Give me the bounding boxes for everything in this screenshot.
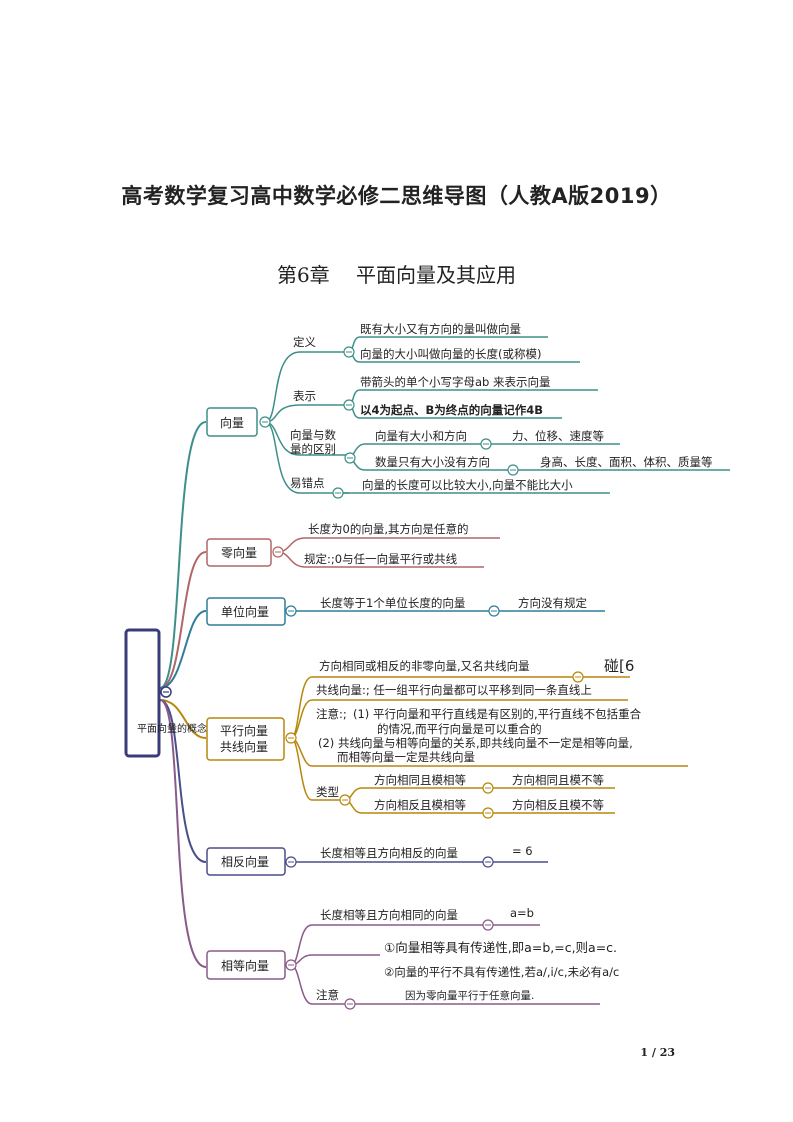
chapter-number: 第6章 <box>276 263 330 287</box>
pingxing-zhuyi2-a: (2) 共线向量与相等向量的关系,即共线向量不一定是相等向量, <box>318 736 633 750</box>
node-xiangliang[interactable] <box>206 407 258 437</box>
qubie-row-1: 向量有大小和方向 <box>375 429 467 443</box>
node-ling-label: 零向量 <box>221 545 257 560</box>
label-leixing: 类型 <box>316 785 339 799</box>
edge-root-danwei <box>159 610 207 689</box>
label-qubie-2: 量的区别 <box>290 442 336 456</box>
pingxing-zhuyi2-b: 而相等向量一定是共线向量 <box>337 750 475 764</box>
pingxing-def: 方向相同或相反的非零向量,又名共线向量 <box>319 659 530 673</box>
dingyi-item-1: 既有大小又有方向的量叫做向量 <box>360 322 521 336</box>
xiangfan-text: 长度相等且方向相反的向量 <box>320 846 458 860</box>
ling-item-1: 长度为0的向量,其方向是任意的 <box>308 522 468 536</box>
biaoshi-item-1: 带箭头的单个小写字母ab 来表示向量 <box>360 375 551 389</box>
edge-root-xiangdeng <box>159 699 207 968</box>
root-label: 平面向量的概念受 <box>137 722 217 735</box>
node-pingxing[interactable] <box>206 717 285 761</box>
edge-root-pingxing <box>159 699 207 739</box>
chapter-heading: 第6章 平面向量及其应用 <box>0 259 793 288</box>
pingxing-gongxian: 共线向量:; 任一组平行向量都可以平移到同一条直线上 <box>316 683 592 697</box>
xiangdeng-p1: ①向量相等具有传递性,即a=b,=c,则a=c. <box>384 940 617 955</box>
yicuo-text: 向量的长度可以比较大小,向量不能比大小 <box>362 478 573 492</box>
document-title: 高考数学复习高中数学必修二思维导图（人教A版2019） <box>121 184 672 208</box>
label-yicuo: 易错点 <box>290 476 325 490</box>
node-xiangliang-label: 向量 <box>220 415 244 430</box>
node-xiangdeng-label: 相等向量 <box>221 958 269 973</box>
edge-root-ling <box>159 551 207 689</box>
danwei-note: 方向没有规定 <box>518 596 587 610</box>
node-xiangfan-label: 相反向量 <box>221 854 269 869</box>
label-biaoshi: 表示 <box>293 389 316 403</box>
qubie-example-2: 身高、长度、面积、体积、质量等 <box>540 455 713 469</box>
xiangdeng-text: 长度相等且方向相同的向量 <box>320 908 458 922</box>
node-danwei[interactable] <box>206 597 286 626</box>
edge-root-xiangliang <box>159 421 207 689</box>
ling-item-2: 规定:;0与任一向量平行或共线 <box>304 552 458 566</box>
qubie-example-1: 力、位移、速度等 <box>512 429 604 443</box>
xiangdeng-note: a=b <box>510 906 534 920</box>
leixing-row-1: 方向相同且模相等 <box>374 773 466 787</box>
xiangfan-note: = 6 <box>512 844 533 858</box>
node-pingxing-label-2: 共线向量 <box>220 739 268 754</box>
qubie-row-2: 数量只有大小没有方向 <box>375 455 490 469</box>
node-pingxing-label-1: 平行向量 <box>220 723 268 738</box>
dingyi-item-2: 向量的大小叫做向量的长度(或称模) <box>360 347 541 361</box>
pingxing-zhuyi1-a: (1) 平行向量和平行直线是有区别的,平行直线不包括重合 <box>353 707 642 721</box>
xiangdeng-zhuyi-text: 因为零向量平行于任意向量. <box>405 989 534 1002</box>
edge-root-xiangfan <box>159 699 207 863</box>
node-xiangdeng[interactable] <box>206 950 286 980</box>
leixing-example-2: 方向相反且模不等 <box>512 798 604 812</box>
xiangdeng-p2: ②向量的平行不具有传递性,若a/,i/c,未必有a/c <box>384 965 619 979</box>
pingxing-zhuyi1-b: 的情况,而平行向量是可以重合的 <box>377 722 542 736</box>
node-danwei-label: 单位向量 <box>221 604 269 619</box>
pingxing-def-note: 碰[6 <box>604 657 634 675</box>
node-ling[interactable] <box>206 538 272 567</box>
root-node[interactable] <box>124 628 161 758</box>
leixing-example-1: 方向相同且模不等 <box>512 773 604 787</box>
danwei-text: 长度等于1个单位长度的向量 <box>320 596 465 610</box>
label-qubie-1: 向量与数 <box>290 428 336 442</box>
node-xiangfan[interactable] <box>206 847 286 876</box>
label-xiangdeng-zhuyi: 注意 <box>316 988 339 1002</box>
biaoshi-item-2: 以4为起点、B为终点的向量记作4B <box>360 403 543 417</box>
chapter-name: 平面向量及其应用 <box>356 263 517 287</box>
page-number: 1 / 23 <box>640 1046 675 1059</box>
label-dingyi: 定义 <box>293 335 316 349</box>
leixing-row-2: 方向相反且模相等 <box>374 798 466 812</box>
pingxing-zhuyi-label: 注意:; <box>316 707 347 721</box>
